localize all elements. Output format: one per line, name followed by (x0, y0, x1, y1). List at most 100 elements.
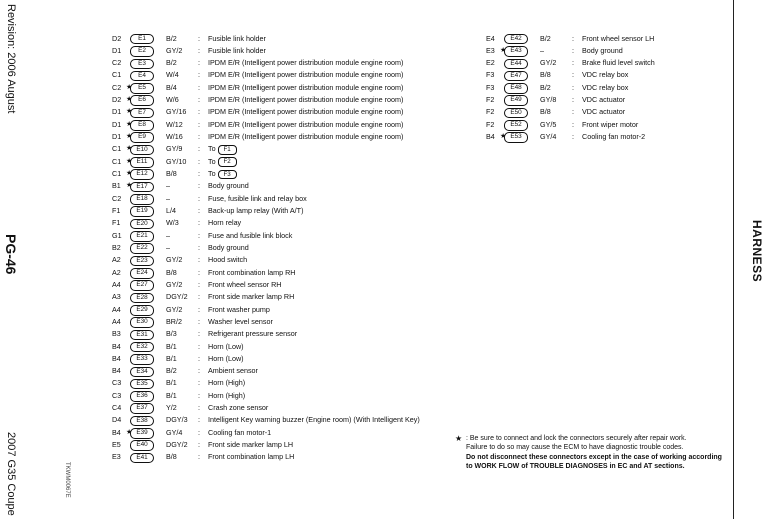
connector-color: GY/5 (540, 119, 557, 129)
figure-code: TKWM0067E (64, 462, 70, 498)
connector-color: B/4 (166, 82, 177, 92)
separator-colon: : (572, 119, 574, 129)
star-icon: ★ (126, 83, 133, 91)
separator-colon: : (198, 156, 200, 166)
connector-number: E20 (130, 218, 154, 230)
connector-name-text: IPDM E/R (Intelligent power distribution… (208, 107, 404, 117)
separator-colon: : (198, 70, 200, 80)
connector-name-text: Horn (Low) (208, 341, 244, 351)
connector-name-text: Body ground (208, 181, 249, 191)
connector-number: E23 (130, 255, 154, 267)
connector-name-text: Front combination lamp RH (208, 267, 296, 277)
grid-location: C3 (112, 390, 122, 400)
connector-color: B/8 (540, 107, 551, 117)
connector-number: E37 (130, 403, 154, 415)
connector-number: E33 (130, 354, 154, 365)
connector-number: E38 (130, 415, 154, 427)
connector-name-text: Fuse, fusible link and relay box (208, 193, 307, 203)
connector-name: VDC actuator (582, 106, 625, 118)
connector-number: E10 (130, 144, 154, 156)
star-icon: ★ (500, 133, 507, 141)
connector-color: – (166, 181, 170, 191)
separator-colon: : (572, 45, 574, 55)
connector-number: E5 (130, 83, 154, 94)
separator-colon: : (198, 353, 200, 363)
connector-name: Body ground (208, 242, 249, 254)
separator-colon: : (198, 390, 200, 400)
grid-location: C4 (112, 403, 122, 413)
connector-name-text: VDC actuator (582, 107, 626, 117)
connector-color: B/8 (540, 70, 551, 80)
connector-color: – (166, 230, 170, 240)
separator-colon: : (198, 255, 200, 265)
connector-name-text: IPDM E/R (Intelligent power distribution… (208, 70, 404, 80)
note-line-1: : Be sure to connect and lock the connec… (466, 435, 687, 442)
grid-location: F3 (486, 82, 495, 92)
connector-name: Back-up lamp relay (With A/T) (208, 205, 303, 217)
separator-colon: : (198, 144, 200, 154)
grid-location: C2 (112, 193, 122, 203)
connector-number: E9 (130, 132, 154, 144)
separator-colon: : (198, 452, 200, 462)
connector-name-text: Horn (High) (208, 390, 246, 400)
connector-ref: F2 (217, 157, 237, 167)
grid-location: B4 (112, 341, 121, 351)
connector-number: E11 (130, 157, 154, 168)
separator-colon: : (198, 427, 200, 437)
star-icon: ★ (126, 157, 133, 165)
connector-name: IPDM E/R (Intelligent power distribution… (208, 94, 403, 106)
connector-number: E2 (130, 46, 154, 57)
connector-name-text: VDC actuator (582, 95, 626, 105)
connector-name-text: Front washer pump (208, 304, 270, 314)
grid-location: C1 (112, 169, 122, 179)
connector-number: E36 (130, 391, 154, 402)
grid-location: B1 (112, 181, 121, 191)
connector-name-text: Front side marker lamp LH (208, 440, 294, 450)
connector-color: GY/2 (166, 304, 183, 314)
connector-color: B/2 (166, 33, 177, 43)
connector-number: E52 (504, 120, 528, 131)
grid-location: F2 (486, 95, 495, 105)
connector-color: GY/16 (166, 107, 187, 117)
connector-color: GY/2 (166, 255, 183, 265)
connector-number: E18 (130, 194, 154, 205)
star-icon: ★ (126, 133, 133, 141)
grid-location: B4 (112, 366, 121, 376)
connector-name-text: Intelligent Key warning buzzer (Engine r… (208, 415, 420, 425)
star-icon: ★ (126, 96, 133, 104)
connector-number: E17 (130, 181, 154, 193)
connector-name-text: IPDM E/R (Intelligent power distribution… (208, 132, 404, 142)
connector-color: B/3 (166, 329, 177, 339)
connector-color: DGY/3 (166, 415, 188, 425)
connector-name-text: To (208, 169, 216, 179)
grid-location: E3 (112, 452, 121, 462)
connector-name-text: To (208, 156, 216, 166)
separator-colon: : (572, 132, 574, 142)
grid-location: C2 (112, 82, 122, 92)
grid-location: E2 (486, 58, 495, 68)
connector-name: Horn (Low) (208, 353, 244, 365)
connector-name-text: IPDM E/R (Intelligent power distribution… (208, 82, 404, 92)
connector-color: GY/10 (166, 156, 187, 166)
connector-name-text: Hood switch (208, 255, 248, 265)
connector-color: B/1 (166, 390, 177, 400)
separator-colon: : (198, 267, 200, 277)
connector-color: GY/8 (540, 95, 557, 105)
connector-name-text: Front wiper motor (582, 119, 639, 129)
separator-colon: : (198, 341, 200, 351)
connector-color: – (166, 242, 170, 252)
connector-name: Front wheel sensor RH (208, 279, 282, 291)
separator-colon: : (198, 378, 200, 388)
connector-number: E19 (130, 206, 154, 217)
separator-colon: : (572, 107, 574, 117)
connector-color: B/1 (166, 341, 177, 351)
connector-name-text: To (208, 144, 216, 154)
connector-number: E22 (130, 243, 154, 254)
connector-name-text: Front wheel sensor LH (582, 33, 655, 43)
connector-name: IPDM E/R (Intelligent power distribution… (208, 69, 403, 81)
connector-name: IPDM E/R (Intelligent power distribution… (208, 82, 403, 94)
connector-number: E3 (130, 58, 154, 70)
note-warning: Do not disconnect these connectors excep… (466, 453, 722, 471)
connector-color: B/2 (166, 58, 177, 68)
